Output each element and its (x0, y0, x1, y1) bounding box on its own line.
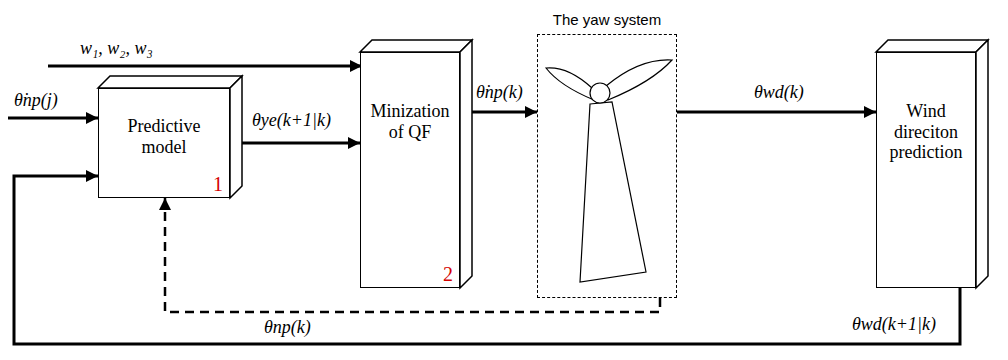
box-face (360, 40, 472, 52)
box-face (98, 76, 242, 88)
block-label: Minization of QF (367, 101, 453, 142)
block-label: Predictive model (105, 116, 223, 157)
input-signal-label: w₁, w₂, w₃ (78, 38, 155, 59)
turbine-blade (606, 60, 672, 100)
turbine-hub (590, 83, 610, 103)
system-box: The yaw system (537, 34, 677, 298)
signal-arrow (472, 111, 537, 114)
box-face (230, 76, 242, 198)
turbine-tower (580, 102, 646, 282)
input-signal-label: θ̇np(j) (12, 90, 60, 111)
signal-label: θnp(k) (262, 317, 313, 338)
input-arrow (48, 65, 362, 68)
box-face (876, 40, 988, 52)
callout-number: 1 (213, 173, 223, 195)
signal-label: θwd(k) (752, 82, 806, 103)
signal-arrow (677, 111, 876, 114)
signal-label: θwd(k+1|k) (850, 314, 938, 335)
signal-arrow (14, 176, 960, 344)
process-box: Minization of QF 2 (360, 52, 460, 288)
turbine-blade (546, 68, 594, 100)
process-box: Predictive model 1 (98, 88, 230, 198)
block-label: Wind direciton prediction (883, 101, 969, 163)
system-title: The yaw system (518, 11, 696, 29)
signal-label: θye(k+1|k) (250, 110, 333, 131)
box-faces (98, 40, 988, 288)
box-face (460, 40, 472, 288)
input-arrow (8, 117, 98, 120)
callout-number: 2 (443, 263, 453, 285)
process-box: Wind direciton prediction (876, 52, 976, 288)
signal-label: θ̇np(k) (474, 82, 525, 103)
signal-arrow (242, 142, 360, 145)
box-face (976, 40, 988, 288)
wind-turbine (546, 60, 672, 282)
